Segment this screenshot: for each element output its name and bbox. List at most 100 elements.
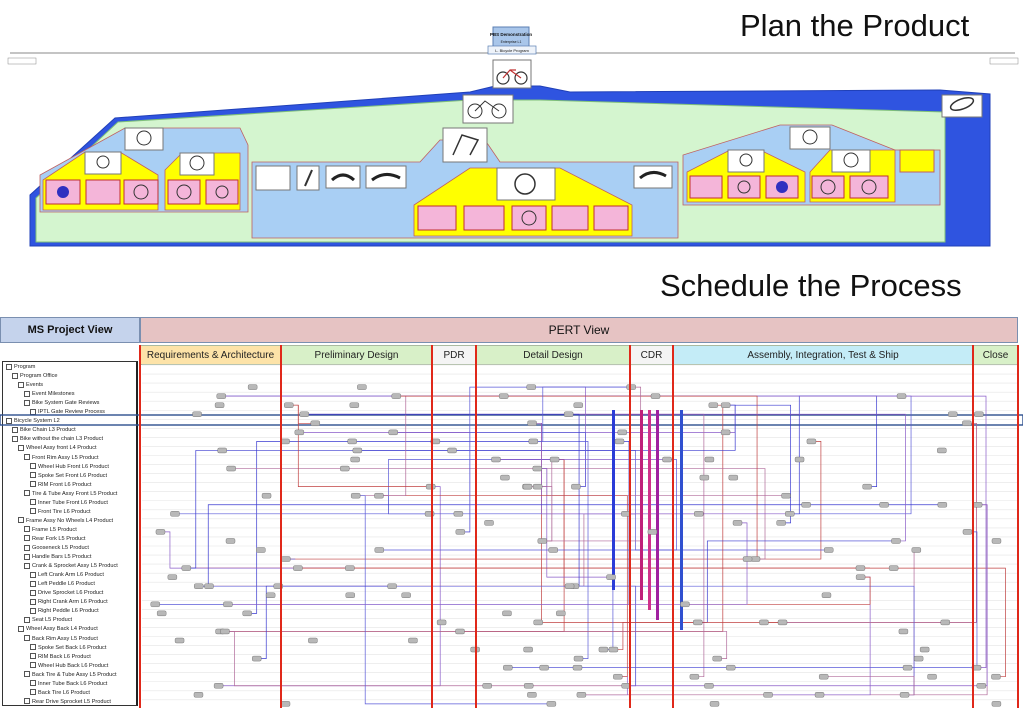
task-row[interactable]: Left Crank Arm L6 Product <box>3 571 104 580</box>
expand-icon[interactable] <box>30 589 36 596</box>
expand-icon[interactable] <box>30 508 36 515</box>
critical-path-bar <box>640 410 643 600</box>
task-row[interactable]: Wheel Assy Back L4 Product <box>3 625 98 634</box>
task-row[interactable]: Gooseneck L5 Product <box>3 544 89 553</box>
expand-icon[interactable] <box>24 526 30 533</box>
task-row[interactable]: Handle Bars L5 Product <box>3 553 91 562</box>
expand-icon[interactable] <box>24 535 30 542</box>
pert-task-node <box>613 674 623 680</box>
pert-task-node <box>213 683 224 689</box>
pert-dependency-link <box>215 631 728 659</box>
expand-icon[interactable] <box>30 689 36 696</box>
task-row[interactable]: Drive Sprocket L6 Product <box>3 589 103 598</box>
expand-icon[interactable] <box>18 444 24 451</box>
task-row[interactable]: Event Milestones <box>3 390 75 399</box>
expand-icon[interactable] <box>30 571 36 578</box>
pert-view-header: PERT View <box>140 317 1018 343</box>
bike-without-chain-node <box>462 94 514 124</box>
task-row[interactable]: Front Rim Assy L5 Product <box>3 454 99 463</box>
expand-icon[interactable] <box>24 635 30 642</box>
task-row[interactable]: Wheel Hub Back L6 Product <box>3 662 108 671</box>
pert-task-node <box>502 610 512 617</box>
task-row[interactable]: Frame L5 Product <box>3 526 77 535</box>
task-row[interactable]: Tire & Tube Assy Front L5 Product <box>3 490 117 499</box>
expand-icon[interactable] <box>24 399 30 406</box>
task-row[interactable]: Events <box>3 381 43 390</box>
pert-task-node <box>522 483 533 490</box>
task-row[interactable]: Bike Chain L3 Product <box>3 426 76 435</box>
expand-icon[interactable] <box>30 607 36 614</box>
expand-icon[interactable] <box>18 625 24 632</box>
task-row[interactable]: Back Tire L6 Product <box>3 689 90 698</box>
expand-icon[interactable] <box>6 417 12 424</box>
task-row[interactable]: Spoke Set Front L6 Product <box>3 472 107 481</box>
pert-task-node <box>425 483 436 490</box>
task-row[interactable]: Front Tire L6 Product <box>3 508 91 517</box>
task-label: Front Tire L6 Product <box>38 508 91 515</box>
task-row[interactable]: Right Peddle L6 Product <box>3 607 99 616</box>
pert-dependency-link <box>526 386 586 487</box>
expand-icon[interactable] <box>24 454 30 461</box>
task-row[interactable]: Right Crank Arm L6 Product <box>3 598 108 607</box>
expand-icon[interactable] <box>30 680 36 687</box>
pert-task-node <box>763 692 773 698</box>
task-row[interactable]: Back Rim Assy L5 Product <box>3 635 98 644</box>
pert-task-node <box>694 511 704 517</box>
expand-icon[interactable] <box>24 698 30 705</box>
task-row[interactable]: IPTL Gate Review Process <box>3 408 105 417</box>
task-row[interactable]: Bicycle System L2 <box>3 417 60 426</box>
task-row[interactable]: Left Peddle L6 Product <box>3 580 95 589</box>
pert-task-node <box>806 438 817 445</box>
task-row[interactable]: Rear Drive Sprocket L5 Product <box>3 698 111 707</box>
pert-dependency-link <box>794 395 898 515</box>
expand-icon[interactable] <box>30 662 36 669</box>
expand-icon[interactable] <box>24 553 30 560</box>
task-row[interactable]: Seat L5 Product <box>3 616 72 625</box>
task-row[interactable]: Program <box>3 363 35 372</box>
task-row[interactable]: Program Office <box>3 372 58 381</box>
expand-icon[interactable] <box>30 463 36 470</box>
pert-task-node <box>204 583 214 589</box>
expand-icon[interactable] <box>30 408 36 415</box>
expand-icon[interactable] <box>24 490 30 497</box>
critical-path-bar <box>656 410 659 620</box>
expand-icon[interactable] <box>30 472 36 479</box>
task-row[interactable]: RIM Front L6 Product <box>3 481 91 490</box>
expand-icon[interactable] <box>24 616 30 623</box>
task-row[interactable]: Frame Assy No Wheels L4 Product <box>3 517 113 526</box>
task-row[interactable]: Bike without the chain L3 Product <box>3 435 103 444</box>
expand-icon[interactable] <box>12 426 18 433</box>
expand-icon[interactable] <box>24 671 30 678</box>
expand-icon[interactable] <box>30 481 36 488</box>
expand-icon[interactable] <box>30 580 36 587</box>
pert-task-node <box>750 556 761 562</box>
task-row[interactable]: Rear Fork L5 Product <box>3 535 85 544</box>
expand-icon[interactable] <box>30 598 36 605</box>
task-row[interactable]: Back Tire & Tube Assy L5 Product <box>3 671 117 680</box>
task-row[interactable]: RIM Back L6 Product <box>3 653 91 662</box>
task-row[interactable]: Spoke Set Back L6 Product <box>3 644 106 653</box>
pert-dependency-link <box>194 585 915 696</box>
pert-task-node <box>352 447 363 454</box>
expand-icon[interactable] <box>24 562 30 569</box>
task-row[interactable]: Inner Tube Front L6 Product <box>3 499 108 508</box>
expand-icon[interactable] <box>18 381 24 388</box>
task-row[interactable]: Inner Tube Back L6 Product <box>3 680 107 689</box>
task-row[interactable]: Wheel Assy front L4 Product <box>3 444 97 453</box>
expand-icon[interactable] <box>24 390 30 397</box>
pert-dependency-link <box>190 450 218 569</box>
expand-icon[interactable] <box>6 363 12 370</box>
task-row[interactable]: Crank & Sprocket Assy L5 Product <box>3 562 118 571</box>
task-row[interactable]: Bike System Gate Reviews <box>3 399 99 408</box>
expand-icon[interactable] <box>30 499 36 506</box>
task-row[interactable]: Wheel Hub Front L6 Product <box>3 463 109 472</box>
expand-icon[interactable] <box>12 435 18 442</box>
task-label: Frame Assy No Wheels L4 Product <box>26 517 114 524</box>
expand-icon[interactable] <box>18 517 24 524</box>
pert-task-node <box>299 411 309 417</box>
expand-icon[interactable] <box>24 544 30 551</box>
pert-dependency-link <box>216 395 987 668</box>
expand-icon[interactable] <box>30 653 36 660</box>
expand-icon[interactable] <box>30 644 36 651</box>
expand-icon[interactable] <box>12 372 18 379</box>
